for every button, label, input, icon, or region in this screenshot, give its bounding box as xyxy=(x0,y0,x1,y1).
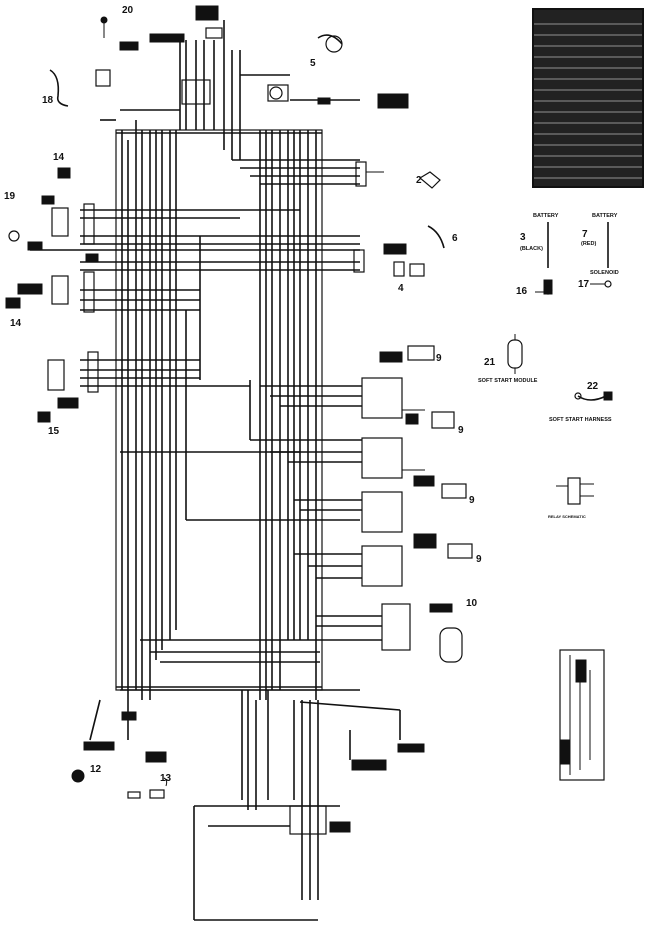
component-icons xyxy=(5,16,441,423)
callout-14-top: 14 xyxy=(53,152,65,163)
main-harness xyxy=(30,120,360,700)
bottom-harness xyxy=(71,690,425,921)
soft-start-harness-label: SOFT START HARNESS xyxy=(549,417,612,423)
callout-9b: 9 xyxy=(458,425,464,436)
callout-14-bottom: 14 xyxy=(10,318,22,329)
callout-3: 3 xyxy=(520,232,526,243)
callout-5: 5 xyxy=(310,58,316,69)
callout-17: 17 xyxy=(578,279,590,290)
top-harness xyxy=(95,5,409,185)
callout-12: 12 xyxy=(90,764,102,775)
callout-21: 21 xyxy=(484,357,496,368)
battery-left-label: BATTERY xyxy=(533,213,559,219)
starter-solenoid-label: SOLENOID xyxy=(590,270,619,276)
callout-9d: 9 xyxy=(476,554,482,565)
notes-panel xyxy=(559,649,605,781)
callout-10: 10 xyxy=(466,598,478,609)
callout-4: 4 xyxy=(398,283,404,294)
relay-schematic-label: RELAY SCHEMATIC xyxy=(548,514,586,519)
callout-22: 22 xyxy=(587,381,599,392)
soft-start-harness xyxy=(574,391,613,401)
callout-7: 7 xyxy=(582,229,588,240)
relay-schematic xyxy=(556,477,594,505)
callout-19: 19 xyxy=(4,191,16,202)
relay-bank xyxy=(250,243,473,663)
wire-color-legend xyxy=(532,8,644,188)
callout-9a: 9 xyxy=(436,353,442,364)
callout-9c: 9 xyxy=(469,495,475,506)
callout-2: 2 xyxy=(416,175,422,186)
soft-start-module-label: SOFT START MODULE xyxy=(478,378,538,384)
soft-start-module xyxy=(507,334,523,374)
black-label: (BLACK) xyxy=(520,246,543,252)
battery-right-label: BATTERY xyxy=(592,213,618,219)
callout-13: 13 xyxy=(160,773,172,784)
callout-18: 18 xyxy=(42,95,54,106)
left-connectors xyxy=(17,195,99,409)
battery-area xyxy=(535,222,612,295)
callout-16: 16 xyxy=(516,286,528,297)
red-label: (RED) xyxy=(581,241,596,247)
right-top-connectors xyxy=(353,161,445,277)
callout-15: 15 xyxy=(48,426,60,437)
callout-20: 20 xyxy=(122,5,134,16)
callout-6: 6 xyxy=(452,233,458,244)
